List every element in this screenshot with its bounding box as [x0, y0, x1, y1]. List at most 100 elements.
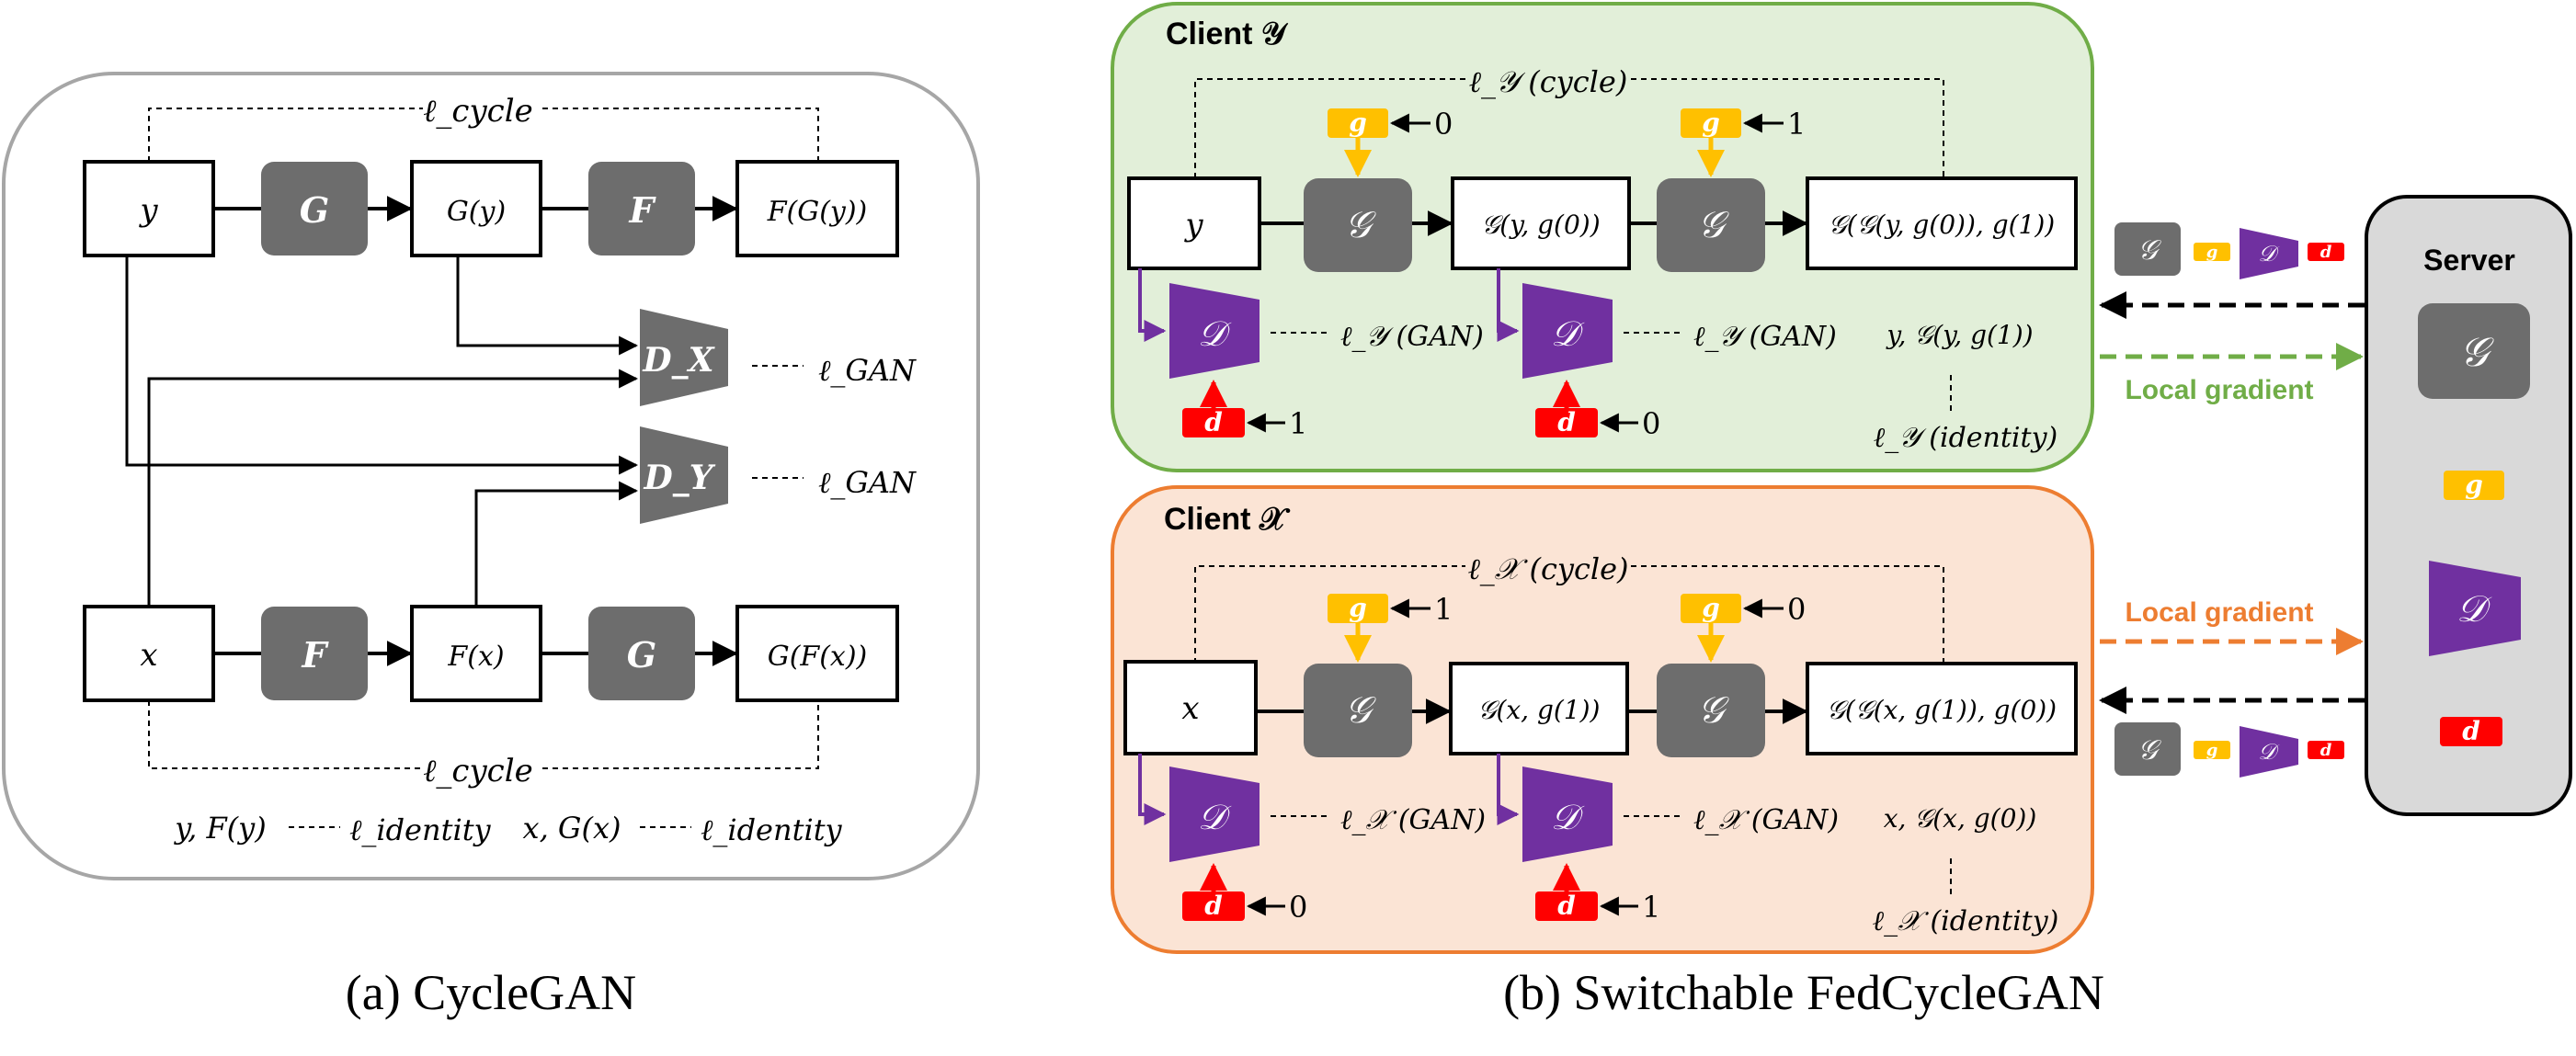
server-g-label: g: [2465, 470, 2483, 500]
block-gen-f-bottom: [261, 607, 368, 700]
local-gradient-label-1: Local gradient: [2125, 375, 2313, 405]
client-y-d-label-2: d: [1557, 407, 1576, 437]
client-x-out-box: [1806, 662, 2078, 755]
client-x-input-label: x: [1181, 690, 1199, 727]
client-x-input-box: [1123, 660, 1258, 755]
client-x-gen-2: [1657, 664, 1765, 757]
server-gen: [2418, 303, 2530, 399]
client-y-input-label: y: [1183, 207, 1203, 244]
client-y-out-box: [1806, 176, 2078, 270]
packet-top-gen: [2114, 222, 2181, 276]
client-y-d-value-2: 0: [1642, 406, 1660, 441]
disc-dy-shape: [640, 426, 728, 524]
label-gen-f-top: F: [629, 189, 657, 231]
client-x-disc-2: [1522, 766, 1613, 862]
client-x-identity-pair: x, 𝒢(x, g(0)): [1884, 803, 2037, 834]
client-x-g-chip-2: [1681, 594, 1741, 623]
server-disc: [2429, 561, 2521, 656]
client-x-d-label-2: d: [1557, 891, 1576, 921]
panel-a-cyclegan: ℓ_cycle y G G(y) F F(G(y)) D_X ℓ_GAN D_Y…: [2, 72, 980, 1020]
panel-b-fedcyclegan: Client 𝒴 ℓ_𝒴 (cycle) g 0 g 1 y 𝒢 𝒢(y, g: [1111, 2, 2572, 1020]
client-y-d-value-1: 1: [1289, 406, 1307, 441]
client-y-d-chip-2: [1535, 408, 1598, 437]
packet-top-d: [2308, 243, 2344, 261]
client-x-d-chip-1: [1182, 891, 1245, 921]
packet-bottom-gen: [2114, 722, 2181, 776]
client-y-loss-gan-2: ℓ_𝒴 (GAN): [1693, 321, 1837, 353]
loss-identity-1: ℓ_identity: [349, 812, 492, 847]
server-title: Server: [2423, 244, 2515, 277]
label-g-of-y: G(y): [447, 196, 506, 228]
client-y-loss-identity: ℓ_𝒴 (identity): [1874, 422, 2058, 454]
client-y-out-label: 𝒢(𝒢(y, g(0)), g(1)): [1829, 210, 2055, 240]
caption-a: (a) CycleGAN: [346, 965, 636, 1020]
caption-b: (b) Switchable FedCycleGAN: [1503, 965, 2104, 1020]
packet-bottom-d: [2308, 741, 2344, 759]
disc-dx-shape: [640, 309, 728, 406]
loss-gan-1: ℓ_GAN: [818, 353, 917, 388]
client-y-loss-gan-1: ℓ_𝒴 (GAN): [1340, 321, 1484, 353]
block-gen-f-top: [588, 162, 695, 255]
client-y-disc-1: [1169, 283, 1260, 379]
client-x-loss-cycle: ℓ_𝒳 (cycle): [1467, 551, 1628, 586]
label-disc-dy: D_Y: [644, 459, 716, 497]
client-x-loss-identity: ℓ_𝒳 (identity): [1873, 905, 2059, 937]
cycle-loss-line-bottom: [148, 700, 819, 769]
client-y-panel: Client 𝒴 ℓ_𝒴 (cycle) g 0 g 1 y 𝒢 𝒢(y, g: [1111, 2, 2094, 472]
packet-top-d-label: d: [2320, 243, 2332, 262]
client-y-g-label-2: g: [1702, 108, 1720, 138]
local-gradient-label-2: Local gradient: [2125, 597, 2313, 628]
client-x-title: Client 𝒳: [1164, 502, 1291, 537]
label-y-input: y: [138, 192, 158, 229]
packet-bottom-disc: [2240, 726, 2298, 778]
packet-bottom-d-label: d: [2320, 741, 2332, 760]
client-y-g-value-2: 1: [1787, 107, 1806, 142]
box-f-of-g-of-y: [735, 160, 899, 257]
packet-top-disc: [2240, 228, 2298, 279]
client-y-d-label-1: d: [1204, 407, 1223, 437]
packet-top-g: [2194, 243, 2230, 261]
client-y-disc-2: [1522, 283, 1613, 379]
client-x-g-value-1: 1: [1434, 592, 1453, 627]
client-x-g-label-2: g: [1702, 593, 1720, 623]
label-gen-g-top: G: [300, 189, 329, 231]
label-gen-f-bottom: F: [302, 634, 330, 676]
client-x-panel: Client 𝒳 ℓ_𝒳 (cycle) g 1 g 0 x 𝒢 𝒢(x, g(…: [1111, 485, 2094, 954]
client-y-identity-pair: y, 𝒢(y, g(1)): [1885, 320, 2033, 350]
label-g-of-f-of-x: G(F(x)): [768, 641, 868, 673]
client-x-g-value-2: 0: [1787, 592, 1806, 627]
packet-bottom-g-label: g: [2206, 741, 2218, 760]
server-g-chip: [2444, 471, 2504, 500]
client-y-g-value-1: 0: [1434, 107, 1453, 142]
cycle-loss-line-top: [148, 108, 819, 162]
pair-identity-2: x, G(x): [523, 811, 621, 846]
label-f-of-x: F(x): [447, 641, 504, 673]
client-y-input-box: [1127, 176, 1261, 270]
client-x-disc-1: [1169, 766, 1260, 862]
client-x-loss-gan-2: ℓ_𝒳 (GAN): [1693, 804, 1839, 836]
loss-identity-2: ℓ_identity: [701, 812, 843, 847]
packet-top-g-label: g: [2206, 243, 2218, 262]
communication: 𝒢 g 𝒟 d Local gradient Local gradient 𝒢 …: [2099, 222, 2365, 778]
client-x-gen-1: [1304, 664, 1412, 757]
client-y-g-chip-2: [1681, 108, 1741, 138]
client-y-g-chip-1: [1328, 108, 1388, 138]
client-x-d-value-2: 1: [1642, 890, 1660, 925]
loss-cycle-bottom: ℓ_cycle: [423, 753, 532, 789]
client-y-g-label-1: g: [1349, 108, 1367, 138]
client-x-d-value-1: 0: [1289, 890, 1307, 925]
client-x-d-label-1: d: [1204, 891, 1223, 921]
box-y-input: [83, 160, 215, 257]
client-x-mid-label: 𝒢(x, g(1)): [1478, 695, 1601, 725]
loss-gan-2: ℓ_GAN: [818, 465, 917, 500]
client-x-g-chip-1: [1328, 594, 1388, 623]
panel-a-frame: [2, 72, 980, 880]
server-panel: Server 𝒢 g 𝒟 d: [2365, 195, 2572, 816]
client-y-loss-cycle: ℓ_𝒴 (cycle): [1469, 64, 1628, 99]
label-f-of-g-of-y: F(G(y)): [767, 196, 868, 228]
box-g-of-y: [410, 160, 542, 257]
packet-bottom-g: [2194, 741, 2230, 759]
client-x-cycle-line: [1194, 565, 1944, 664]
client-x-mid-box: [1449, 662, 1629, 755]
